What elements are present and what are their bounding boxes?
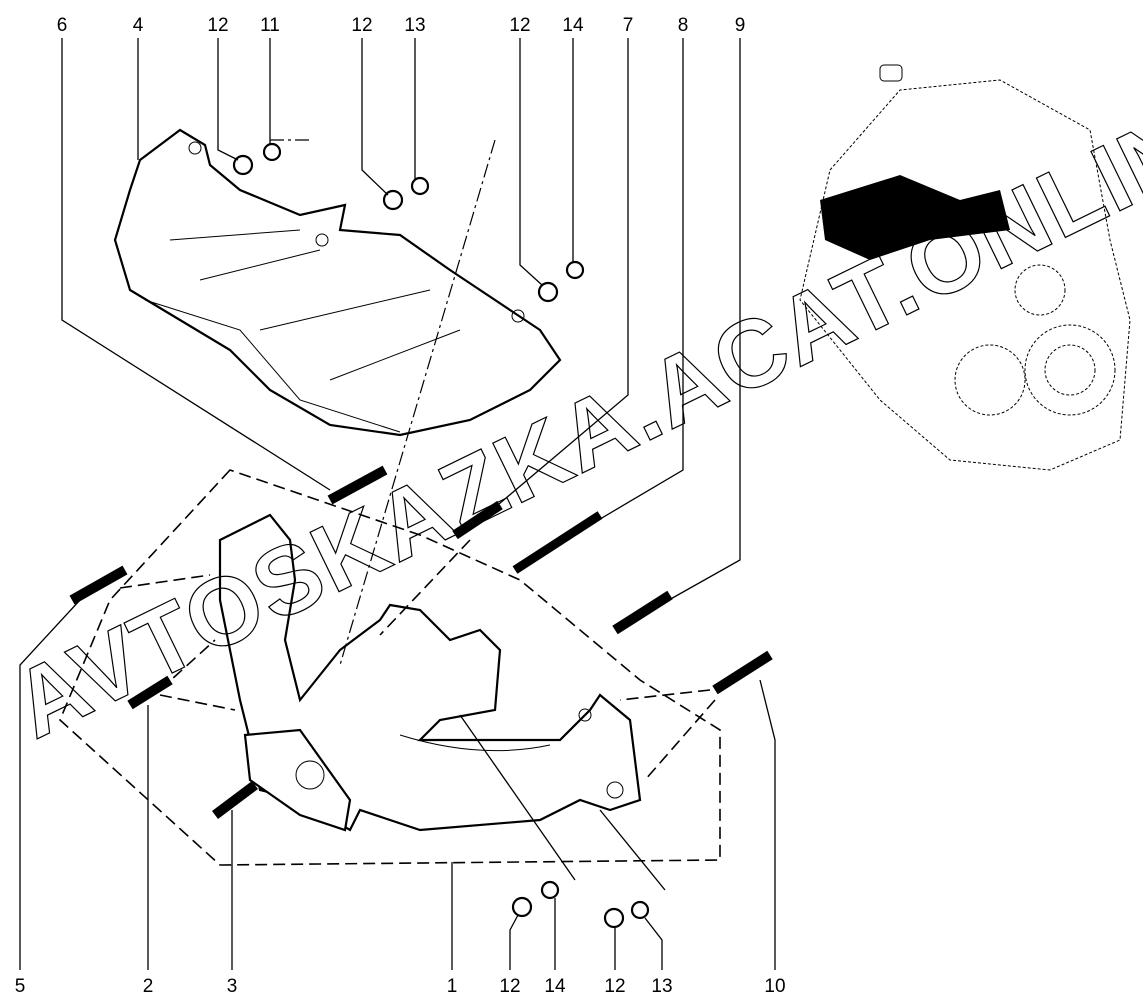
leader-lines [19, 38, 776, 970]
callout-13: 13 [651, 976, 672, 997]
callouts-top: 6 4 12 11 12 13 12 14 7 8 9 [57, 15, 746, 36]
nuts-washers [232, 142, 650, 929]
callout-8: 8 [678, 15, 689, 36]
callout-12: 12 [604, 976, 625, 997]
callout-9: 9 [735, 15, 746, 36]
callout-10: 10 [764, 976, 785, 997]
callout-6: 6 [57, 15, 68, 36]
callout-12: 12 [499, 976, 520, 997]
callout-12: 12 [351, 15, 372, 36]
callout-14: 14 [562, 15, 584, 36]
callout-14: 14 [544, 976, 566, 997]
callout-12: 12 [207, 15, 228, 36]
callout-12: 12 [509, 15, 530, 36]
callouts-bottom: 5 2 3 1 12 14 12 13 10 [15, 976, 786, 997]
assembly-arrows [119, 539, 716, 781]
exhaust-manifold [218, 513, 642, 832]
callout-1: 1 [447, 976, 458, 997]
callout-7: 7 [623, 15, 634, 36]
callout-13: 13 [404, 15, 425, 36]
gasket-outline [59, 469, 721, 866]
callout-11: 11 [260, 15, 280, 36]
callout-4: 4 [133, 15, 144, 36]
callout-3: 3 [227, 976, 238, 997]
highlighted-manifold [820, 175, 1010, 260]
callout-2: 2 [143, 976, 154, 997]
callout-5: 5 [15, 976, 26, 997]
engine-thumbnail [799, 64, 1131, 471]
heat-shield [113, 128, 562, 437]
